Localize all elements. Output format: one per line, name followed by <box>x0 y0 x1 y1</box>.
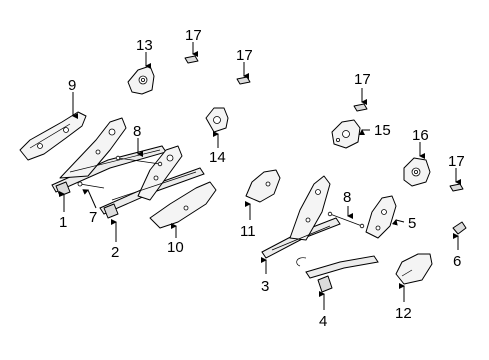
callout-8-left: 8 <box>133 123 141 140</box>
callout-3: 3 <box>261 278 269 295</box>
part-9-side-cover <box>19 111 87 161</box>
callout-labels: 9 13 17 17 8 14 1 7 2 10 17 15 16 17 8 1… <box>59 27 465 330</box>
leader-lines <box>59 42 461 310</box>
part-17-clip-c <box>353 103 368 112</box>
callout-7: 7 <box>89 209 97 226</box>
callout-17-a: 17 <box>185 27 202 44</box>
callout-5: 5 <box>408 215 416 232</box>
callout-16: 16 <box>412 127 429 144</box>
callout-15: 15 <box>374 122 391 139</box>
part-6-small-clip <box>452 221 467 235</box>
part-14-knob <box>205 107 229 133</box>
callout-17-b: 17 <box>236 47 253 64</box>
callout-6: 6 <box>453 253 461 270</box>
part-4-track-rail <box>296 255 379 293</box>
callout-10: 10 <box>167 239 184 256</box>
callout-1: 1 <box>59 214 67 231</box>
part-10-outer-cover <box>149 181 217 229</box>
callout-17-c: 17 <box>354 71 371 88</box>
part-7-pin <box>77 181 105 189</box>
callout-8-right: 8 <box>343 189 351 206</box>
callout-4: 4 <box>319 313 327 330</box>
callout-14: 14 <box>209 149 226 166</box>
part-17-clip-d <box>449 183 464 192</box>
part-8-rod-left <box>115 155 163 167</box>
callout-12: 12 <box>395 305 412 322</box>
callout-9: 9 <box>68 77 76 94</box>
part-17-clip-b <box>236 76 251 85</box>
part-17-clip-a <box>184 55 199 64</box>
callout-2: 2 <box>111 244 119 261</box>
part-5-recliner-bracket <box>365 195 397 239</box>
part-8-rod-right <box>327 211 365 229</box>
callout-11: 11 <box>240 223 256 240</box>
part-15-bracket <box>331 119 361 149</box>
part-11-side-bracket <box>245 169 281 203</box>
callout-17-d: 17 <box>448 153 465 170</box>
callout-13: 13 <box>136 37 153 54</box>
part-12-outer-cover <box>395 253 433 285</box>
part-13-bracket <box>127 65 155 95</box>
part-16-knob <box>403 157 431 187</box>
